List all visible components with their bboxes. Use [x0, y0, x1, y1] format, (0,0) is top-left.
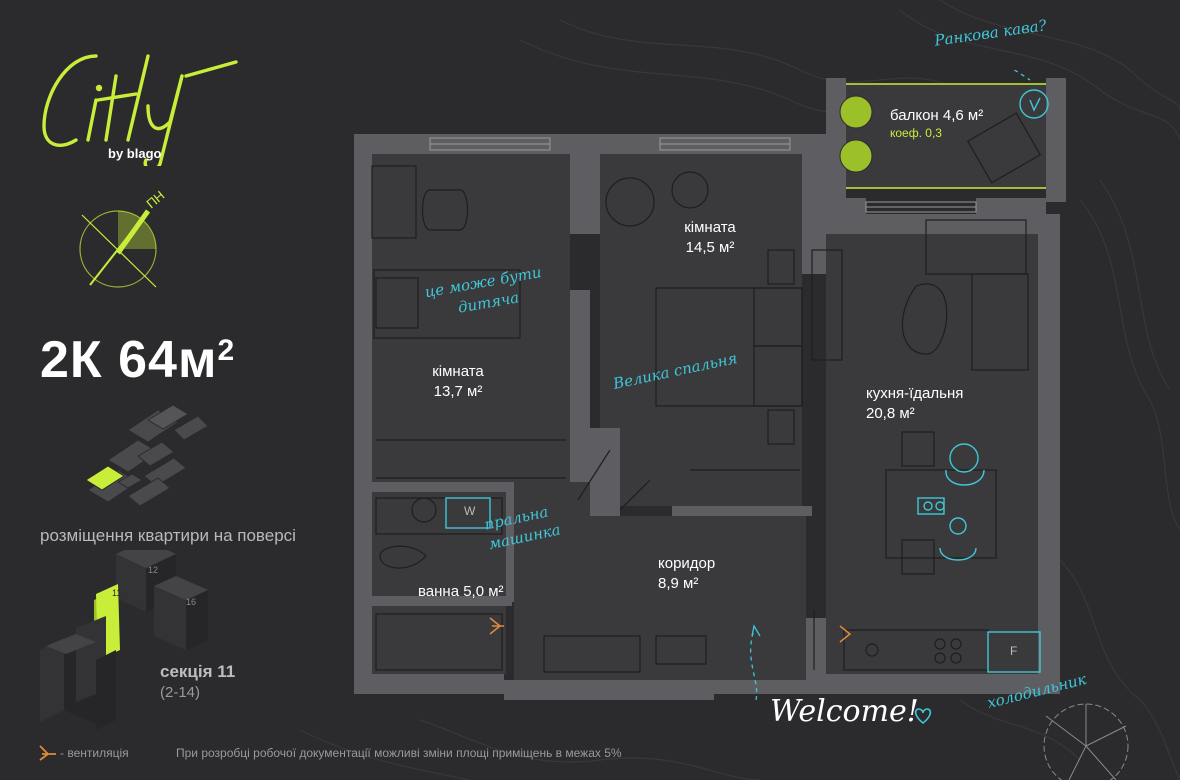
- balcony-coef: коеф. 0,3: [890, 126, 942, 140]
- apartment-area-sup: 2: [217, 334, 236, 367]
- kitchen-label: кухня-їдальня 20,8 м²: [866, 384, 986, 425]
- corridor-label: коридор 8,9 м²: [658, 554, 738, 595]
- room-small-name: кімната: [432, 363, 484, 380]
- area-footnote: При розробці робочої документації можлив…: [176, 746, 622, 760]
- tree-icon: [1043, 703, 1129, 780]
- corridor-area: 8,9 м²: [658, 575, 699, 593]
- welcome-text: Welcome!: [770, 694, 919, 729]
- apartment-title: 2К 64м2: [40, 330, 235, 390]
- floor-placement-caption: розміщення квартири на поверсі: [40, 526, 296, 545]
- heart-icon: [914, 708, 932, 725]
- compass-icon: [79, 209, 157, 288]
- section-range: (2-14): [160, 684, 201, 701]
- section-blocks: [40, 550, 208, 730]
- bath-label: ванна 5,0 м²: [418, 583, 504, 600]
- washer-letter: W: [464, 504, 476, 518]
- room-large-area: 14,5 м²: [685, 239, 735, 257]
- fridge-letter: F: [1010, 644, 1018, 658]
- brand-logo: [42, 54, 238, 166]
- room-small-area: 13,7 м²: [433, 383, 483, 401]
- room-small-label: кімната 13,7 м²: [408, 362, 508, 403]
- vent-icon: [39, 745, 56, 761]
- brand-sub: by blago: [108, 146, 162, 161]
- kitchen-name: кухня-їдальня: [866, 385, 964, 402]
- room-large-name: кімната: [684, 219, 736, 236]
- section-tag-11: 11: [112, 588, 122, 598]
- corridor-name: коридор: [658, 555, 716, 572]
- balcony-label: балкон 4,6 м²: [890, 107, 984, 124]
- plant-icons: [839, 95, 873, 173]
- apartment-rooms-code: 2К: [40, 331, 103, 389]
- room-large-label: кімната 14,5 м²: [660, 218, 760, 259]
- kitchen-area: 20,8 м²: [866, 405, 915, 423]
- vent-legend: - вентиляція: [60, 746, 129, 760]
- section-tag-16: 16: [186, 597, 197, 607]
- apartment-area: 64м: [118, 331, 218, 389]
- section-title: секція 11: [160, 662, 236, 681]
- section-tag-12: 12: [148, 565, 159, 575]
- floor-placement-map: [85, 404, 209, 507]
- floor-plan: [354, 70, 1066, 701]
